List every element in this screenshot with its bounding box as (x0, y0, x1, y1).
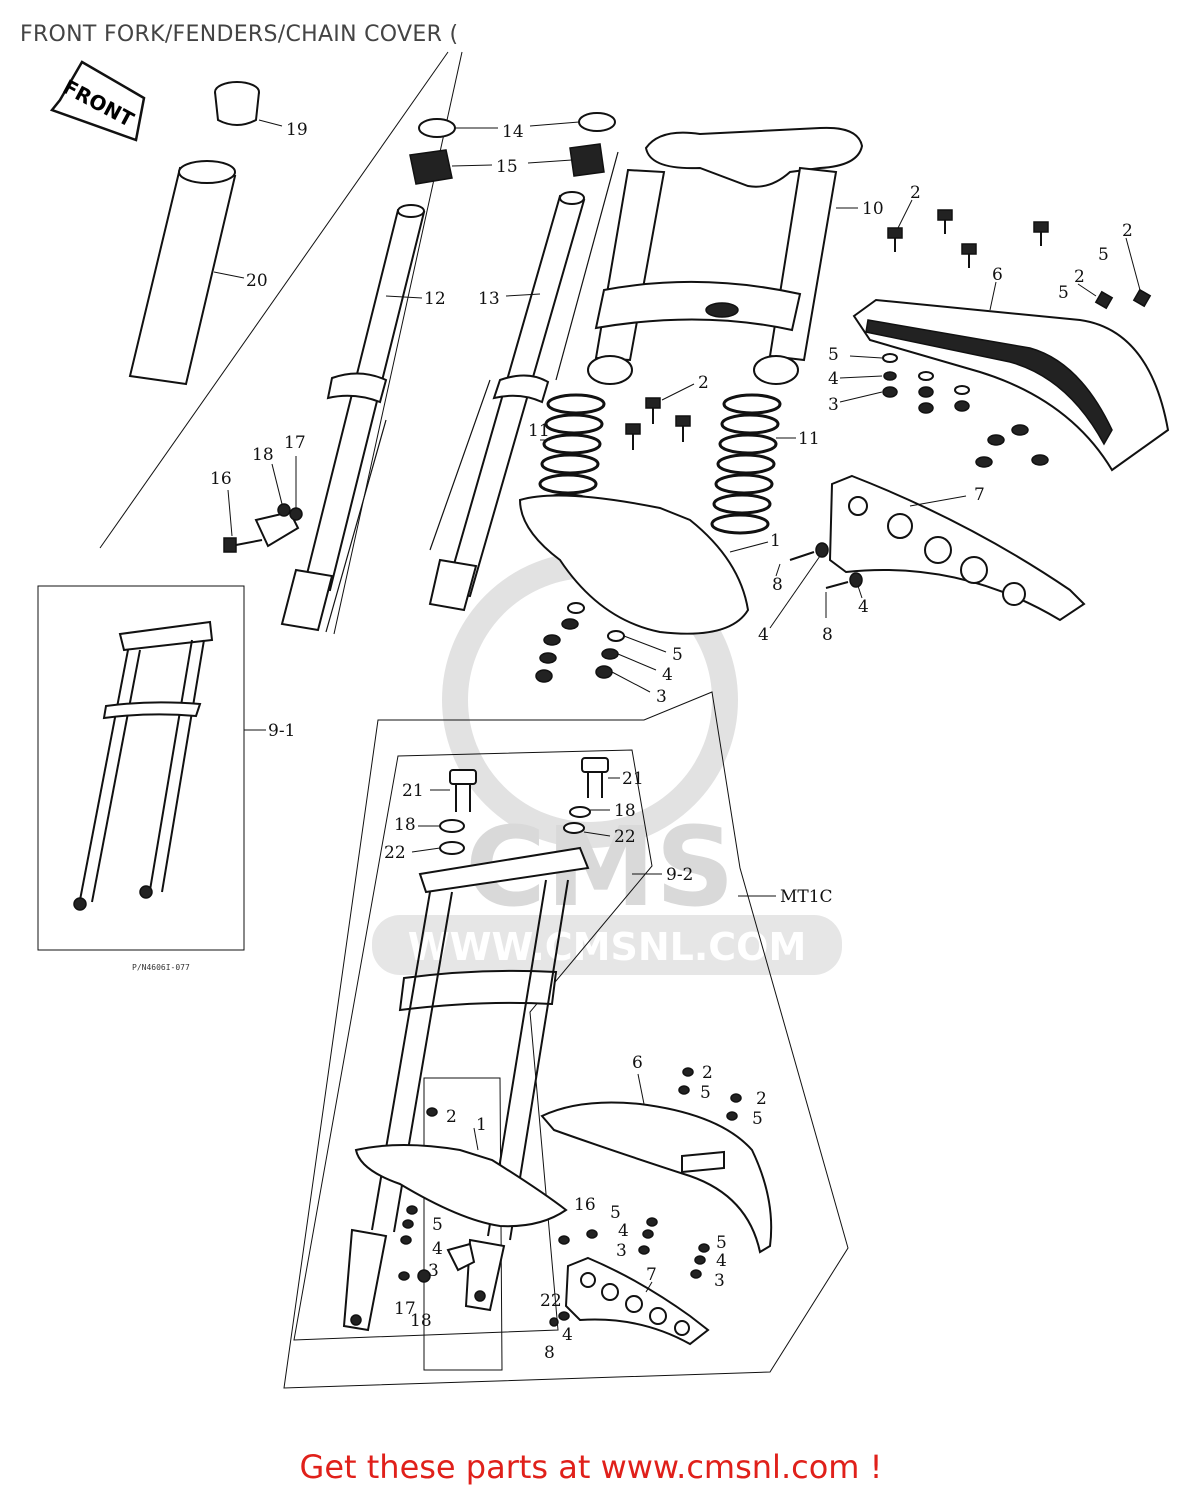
callout-11b: 11 (798, 429, 820, 449)
callout-1a: 1 (770, 531, 781, 551)
callout-5a: 5 (1098, 245, 1109, 265)
callout-5d: 5 (672, 645, 683, 665)
callout-22c: 22 (540, 1291, 562, 1311)
part-12-fork-tube-left (280, 204, 426, 633)
callout-17b: 17 (394, 1299, 416, 1319)
inset-9-1-fork-assembly: P/N4606I-077 (37, 585, 266, 972)
callout-5f: 5 (752, 1109, 763, 1129)
callout-18c: 18 (614, 801, 636, 821)
callout-16a: 16 (210, 469, 232, 489)
callout-15: 15 (496, 157, 518, 177)
part-20-fork-cover-tube (128, 160, 245, 386)
part-10-fork-upper-assembly (587, 126, 864, 385)
callout-18d: 18 (410, 1311, 432, 1331)
callout-1b: 1 (476, 1115, 487, 1135)
callout-7a: 7 (974, 485, 985, 505)
callout-5c: 5 (828, 345, 839, 365)
footer-cta-link[interactable]: Get these parts at www.cmsnl.com ! (299, 1448, 883, 1486)
part-7-chain-cover-upper (828, 474, 1086, 622)
watermark-url: WWW.CMSNL.COM (408, 925, 807, 969)
part-1-lower-front-fender (354, 1127, 568, 1228)
inset-caption: P/N4606I-077 (132, 963, 190, 972)
callout-4h: 4 (562, 1325, 573, 1345)
part-1-front-fender (518, 494, 769, 635)
callout-5g: 5 (432, 1215, 443, 1235)
callout-18a: 18 (252, 445, 274, 465)
part-8-4-chain-cover-hardware (769, 542, 863, 629)
callout-16b: 16 (574, 1195, 596, 1215)
assembly-outline-lines (99, 51, 463, 635)
callout-4f: 4 (618, 1221, 629, 1241)
callout-9-1: 9-1 (268, 721, 295, 741)
callout-6a: 6 (992, 265, 1003, 285)
callout-4e: 4 (432, 1239, 443, 1259)
part-6-lower-fender (540, 1073, 773, 1254)
callout-6b: 6 (632, 1053, 643, 1073)
callout-2a: 2 (910, 183, 921, 203)
callout-2d: 2 (698, 373, 709, 393)
callout-2c: 2 (1074, 267, 1085, 287)
callout-20: 20 (246, 271, 268, 291)
part-3-4-5-hardware-center (535, 602, 667, 693)
callout-13: 13 (478, 289, 500, 309)
callout-2e: 2 (702, 1063, 713, 1083)
callout-5i: 5 (716, 1233, 727, 1253)
callout-4d: 4 (662, 665, 673, 685)
lower-small-hardware (398, 1067, 742, 1327)
callout-8a: 8 (772, 575, 783, 595)
callout-12: 12 (424, 289, 446, 309)
part-6-fender-upper (852, 281, 1170, 472)
part-3-4-5-hardware-upper (839, 353, 1049, 468)
callout-2g: 2 (446, 1107, 457, 1127)
callout-21a: 21 (402, 781, 424, 801)
part-21-18-22-lower (411, 757, 620, 855)
callout-3d: 3 (616, 1241, 627, 1261)
part-2-bolts-center (625, 383, 695, 450)
callout-9-2: 9-2 (666, 865, 693, 885)
callout-2b: 2 (1122, 221, 1133, 241)
front-direction-arrow: FRONT (49, 60, 146, 142)
callout-4g: 4 (716, 1251, 727, 1271)
part-7-lower-chain-cover (564, 1256, 710, 1346)
callout-19: 19 (286, 120, 308, 140)
callout-14: 14 (502, 122, 524, 142)
callout-3c: 3 (428, 1261, 439, 1281)
part-14-rings (418, 112, 616, 138)
callout-7b: 7 (646, 1265, 657, 1285)
part-9-2-lower-fork (342, 846, 590, 1332)
callout-8b: 8 (822, 625, 833, 645)
callout-3a: 3 (828, 395, 839, 415)
callout-labels: 19 14 15 10 20 12 13 2 2 2 2 5 5 6 5 4 3… (210, 120, 1133, 1363)
callout-11a: 11 (528, 421, 550, 441)
callout-10: 10 (862, 199, 884, 219)
callout-18b: 18 (394, 815, 416, 835)
callout-4a: 4 (828, 369, 839, 389)
callout-21b: 21 (622, 769, 644, 789)
watermark: CMS WWW.CMSNL.COM (372, 552, 842, 975)
part-15-bushings (409, 143, 605, 185)
part-19-cap-nut (214, 81, 283, 127)
callout-5e: 5 (700, 1083, 711, 1103)
part-2-bolts-fender (887, 199, 1152, 310)
callout-3b: 3 (656, 687, 667, 707)
callout-17a: 17 (284, 433, 306, 453)
part-13-fork-tube-right (428, 151, 619, 612)
part-16-17-18-left (223, 456, 303, 553)
callout-8c: 8 (544, 1343, 555, 1363)
callout-5h: 5 (610, 1203, 621, 1223)
callout-4b: 4 (758, 625, 769, 645)
callout-5b: 5 (1058, 283, 1069, 303)
page-title: FRONT FORK/FENDERS/CHAIN COVER ( (20, 22, 459, 47)
callout-4c: 4 (858, 597, 869, 617)
callout-22a: 22 (384, 843, 406, 863)
callout-3e: 3 (714, 1271, 725, 1291)
callout-mt1c: MT1C (780, 887, 833, 907)
callout-22b: 22 (614, 827, 636, 847)
callout-2f: 2 (756, 1089, 767, 1109)
